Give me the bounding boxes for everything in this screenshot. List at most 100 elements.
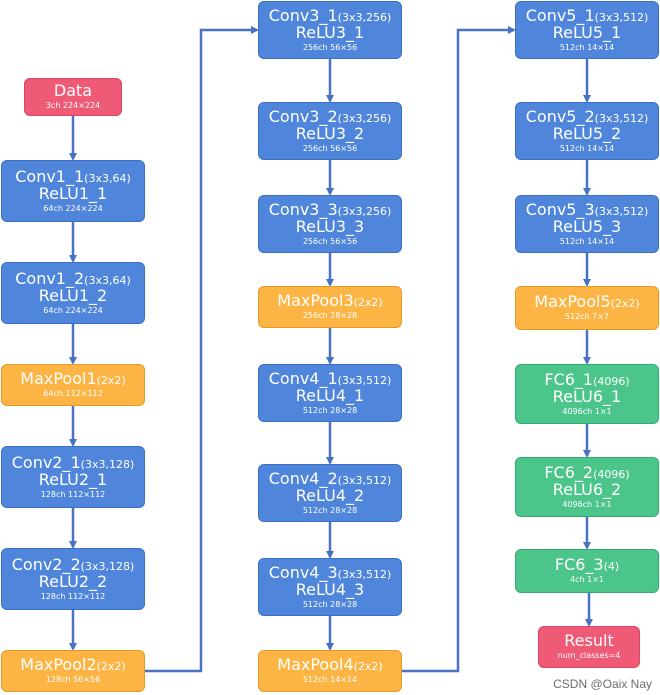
node-title: Conv3_1(3x3,256): [268, 6, 392, 25]
node-param: (3x3,256): [337, 11, 392, 24]
node-dims: 512ch 14×14: [559, 42, 615, 52]
node-relu: ReLU5_2: [552, 123, 622, 143]
node-param: (2x2): [610, 297, 640, 311]
node-maxpool2: MaxPool2(2x2)128ch 56×56: [1, 650, 145, 692]
node-dims: 512ch 14×14: [302, 675, 358, 685]
node-title: Result: [564, 633, 613, 650]
node-title: Conv3_2(3x3,256): [268, 107, 392, 126]
node-title: MaxPool2(2x2): [20, 657, 125, 674]
node-title-text: Conv5_3: [525, 200, 595, 219]
node-relu: ReLU4_1: [295, 385, 365, 405]
node-relu: ReLU3_1: [295, 22, 365, 42]
node-param: (4096): [593, 468, 630, 481]
node-title-text: Conv3_2: [268, 107, 338, 126]
node-relu: ReLU4_3: [295, 579, 365, 599]
node-param: (3x3,64): [84, 274, 131, 287]
node-title: MaxPool1(2x2): [20, 371, 125, 388]
node-title-text: Conv4_2: [268, 469, 338, 488]
node-title: Data: [54, 83, 92, 100]
watermark: CSDN @Oaix Nay: [553, 677, 652, 691]
node-maxpool3: MaxPool3(2x2)256ch 28×28: [258, 286, 402, 328]
node-maxpool5: MaxPool5(2x2)512ch 7×7: [515, 286, 659, 330]
edges-layer: [69, 26, 593, 673]
node-maxpool4: MaxPool4(2x2)512ch 14×14: [258, 650, 402, 692]
node-param: (3x3,64): [84, 172, 131, 185]
node-title-text: MaxPool4: [277, 655, 354, 675]
node-title: Conv5_2(3x3,512): [525, 107, 649, 126]
node-dims: 64ch 224×224: [43, 305, 103, 315]
node-title-text: Conv4_1: [268, 369, 338, 388]
node-dims: 4096ch 1×1: [562, 499, 612, 509]
node-param: (3x3,512): [594, 112, 649, 125]
node-relu: ReLU3_3: [295, 216, 365, 236]
node-title: FC6_3(4): [555, 557, 619, 574]
node-relu: ReLU1_2: [38, 285, 108, 305]
node-relu: ReLU3_2: [295, 123, 365, 143]
node-dims: 128ch 112×112: [40, 489, 106, 499]
node-dims: 256ch 28×28: [302, 311, 358, 321]
node-param: (3x3,256): [337, 205, 392, 218]
node-title: MaxPool4(2x2): [277, 657, 382, 674]
node-title-text: Conv5_2: [525, 107, 595, 126]
node-dims: 256ch 56×56: [302, 42, 358, 52]
node-title: Conv4_3(3x3,512): [268, 563, 392, 582]
node-title: Conv2_1(3x3,128): [12, 454, 135, 472]
node-title: MaxPool3(2x2): [277, 293, 382, 310]
node-title: Conv1_2(3x3,64): [15, 270, 131, 288]
node-param: (3x3,512): [337, 568, 392, 581]
node-title-text: FC6_2: [544, 463, 594, 482]
node-title-text: Result: [564, 631, 614, 651]
node-param: (2x2): [96, 660, 126, 674]
node-dims: 512ch 28×28: [302, 599, 358, 609]
node-param: (3x3,512): [594, 205, 649, 218]
node-dims: 3ch 224×224: [45, 101, 101, 111]
node-title: FC6_2(4096): [544, 463, 630, 482]
node-dims: 512ch 14×14: [559, 236, 615, 246]
node-relu: ReLU2_2: [38, 571, 108, 591]
node-relu: ReLU5_1: [552, 22, 622, 42]
node-param: (4): [603, 560, 620, 574]
node-title-text: Conv4_3: [268, 563, 338, 582]
node-param: (3x3,512): [337, 374, 392, 387]
node-param: (3x3,256): [337, 112, 392, 125]
node-param: (3x3,128): [80, 560, 135, 573]
node-dims: 512ch 28×28: [302, 505, 358, 515]
node-title: Conv2_2(3x3,128): [11, 555, 135, 574]
node-param: (3x3,512): [337, 474, 392, 487]
node-title: Conv5_1(3x3,512): [525, 6, 649, 25]
node-relu: ReLU6_2: [552, 479, 622, 499]
node-relu: ReLU1_1: [38, 183, 108, 203]
node-param: (2x2): [96, 374, 126, 388]
node-title-text: Conv1_1: [15, 167, 85, 186]
node-title-text: Data: [53, 81, 93, 101]
node-title-text: Conv3_1: [268, 6, 338, 25]
node-title-text: Conv2_2: [11, 555, 81, 574]
edge-maxpool4-to-conv5-1: [402, 26, 516, 673]
node-title: FC6_1(4096): [544, 371, 629, 389]
node-param: (2x2): [353, 660, 383, 674]
node-title-text: Conv3_3: [268, 200, 338, 219]
node-relu: ReLU6_1: [552, 386, 622, 406]
node-title: MaxPool5(2x2): [534, 294, 639, 311]
node-title: Conv4_2(3x3,512): [268, 469, 392, 488]
node-dims: 512ch 14×14: [559, 143, 615, 153]
node-relu: ReLU5_3: [552, 216, 622, 236]
node-dims: 128ch 56×56: [45, 675, 101, 685]
node-title: Conv3_3(3x3,256): [268, 200, 392, 219]
node-title-text: Conv5_1: [525, 6, 595, 25]
node-title: Conv1_1(3x3,64): [15, 167, 131, 186]
